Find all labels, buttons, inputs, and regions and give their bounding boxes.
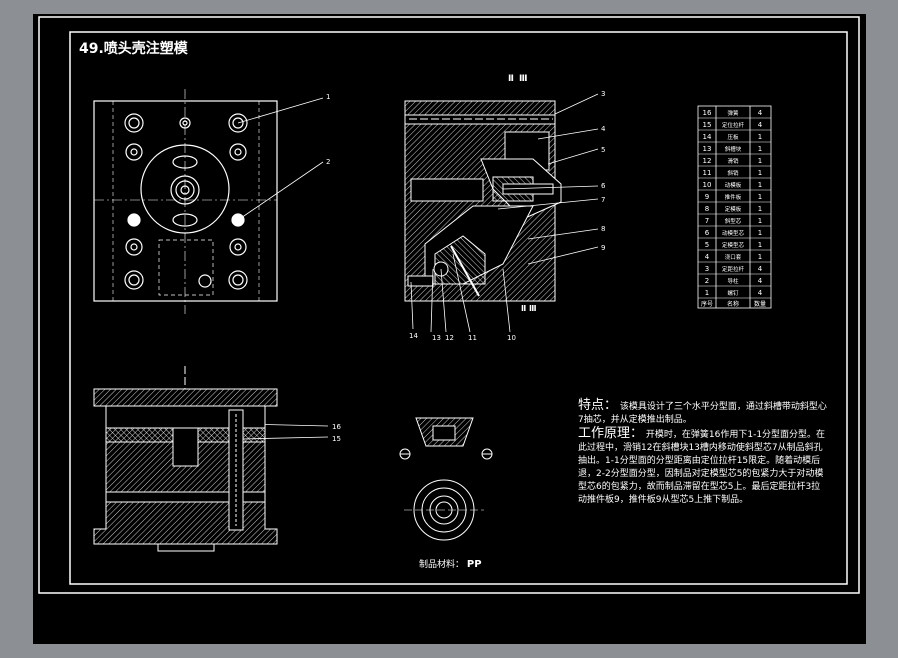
callout-12: 12 bbox=[445, 334, 454, 342]
bom-cell: 1 bbox=[758, 193, 762, 201]
bom-cell: 动模板 bbox=[725, 181, 742, 189]
callout-13: 13 bbox=[432, 334, 441, 342]
section-view bbox=[404, 100, 562, 302]
callout-11: 11 bbox=[468, 334, 477, 342]
bom-cell: 5 bbox=[705, 241, 709, 249]
bom-cell: 2 bbox=[705, 277, 709, 285]
drawing-title: 49.喷头壳注塑模 bbox=[79, 41, 188, 57]
callout-14: 14 bbox=[409, 332, 418, 340]
bom-cell: 定距拉杆 bbox=[722, 265, 745, 273]
bom-cell: 滑销 bbox=[727, 157, 739, 165]
bom-header-cell: 数量 bbox=[754, 300, 766, 308]
bom-cell: 1 bbox=[758, 157, 762, 165]
bom-cell: 1 bbox=[758, 133, 762, 141]
section-label-side: Ⅱ Ⅲ bbox=[521, 304, 537, 313]
bom-cell: 螺钉 bbox=[727, 289, 739, 297]
callout-5: 5 bbox=[601, 146, 605, 154]
principle-heading: 工作原理： bbox=[578, 426, 644, 441]
bom-cell: 4 bbox=[758, 121, 763, 129]
bom-cell: 4 bbox=[758, 109, 763, 117]
features-notes: 特点： 该模具设计了三个水平分型面，通过斜槽带动斜型心7抽芯，并从定模推出制品。… bbox=[578, 399, 828, 507]
principle-text: 开模时，在弹簧16作用下1-1分型面分型。在此过程中，滑销12在斜槽块13槽内移… bbox=[578, 430, 826, 505]
cad-viewport[interactable]: 1 2 3 4 5 6 7 8 9 10 11 12 13 14 15 16 bbox=[33, 14, 866, 644]
callout-8: 8 bbox=[601, 225, 605, 233]
bom-cell: 6 bbox=[705, 229, 710, 237]
features-heading: 特点： bbox=[578, 398, 618, 413]
material-label: 制品材料： bbox=[419, 560, 465, 570]
material-value: PP bbox=[466, 559, 482, 570]
bom-cell: 定模板 bbox=[725, 205, 742, 213]
callout-1: 1 bbox=[326, 93, 330, 101]
section-label-top: Ⅱ Ⅲ bbox=[508, 74, 529, 84]
bom-cell: 9 bbox=[705, 193, 709, 201]
callout-labels: 1 2 3 4 5 6 7 8 9 10 11 12 13 14 15 16 bbox=[326, 90, 606, 443]
bom-header-cell: 名称 bbox=[727, 300, 739, 308]
features-text: 该模具设计了三个水平分型面，通过斜槽带动斜型心7抽芯，并从定模推出制品。 bbox=[578, 402, 827, 425]
bom-cell: 1 bbox=[758, 241, 762, 249]
callout-2: 2 bbox=[326, 158, 330, 166]
bom-cell: 1 bbox=[758, 229, 762, 237]
outer-frame bbox=[38, 16, 860, 594]
bom-cell: 15 bbox=[703, 121, 712, 129]
bom-cell: 1 bbox=[705, 289, 709, 297]
bom-cell: 10 bbox=[703, 181, 712, 189]
callout-3: 3 bbox=[601, 90, 605, 98]
bom-cell: 浇口套 bbox=[725, 253, 742, 261]
bom-cell: 压板 bbox=[727, 133, 739, 141]
bom-cell: 1 bbox=[758, 253, 762, 261]
bom-cell: 4 bbox=[758, 277, 763, 285]
bom-cell: 弹簧 bbox=[727, 109, 739, 117]
material-note: 制品材料： PP bbox=[419, 557, 482, 570]
front-section bbox=[93, 366, 278, 552]
mold-drawing: 1 2 3 4 5 6 7 8 9 10 11 12 13 14 15 16 bbox=[38, 16, 860, 594]
top-view-plate bbox=[93, 89, 278, 314]
part-views bbox=[399, 417, 493, 541]
bom-cell: 定模型芯 bbox=[722, 241, 745, 249]
callout-16: 16 bbox=[332, 423, 341, 431]
bom-cell: 8 bbox=[705, 205, 709, 213]
bom-cell: 16 bbox=[703, 109, 712, 117]
bom-cell: 动模型芯 bbox=[722, 229, 745, 237]
bom-cell: 11 bbox=[703, 169, 712, 177]
bom-cell: 导柱 bbox=[727, 277, 739, 285]
callout-10: 10 bbox=[507, 334, 516, 342]
bom-cell: 4 bbox=[758, 289, 763, 297]
callout-4: 4 bbox=[601, 125, 606, 133]
bom-cell: 斜销 bbox=[727, 169, 739, 177]
callout-7: 7 bbox=[601, 196, 605, 204]
bom-cell: 14 bbox=[703, 133, 712, 141]
bom-cell: 斜槽块 bbox=[725, 145, 742, 153]
callout-9: 9 bbox=[601, 244, 605, 252]
bom-cell: 1 bbox=[758, 169, 762, 177]
bom-cell: 13 bbox=[703, 145, 712, 153]
bom-cell: 4 bbox=[758, 265, 763, 273]
bom-cell: 12 bbox=[703, 157, 712, 165]
bom-cell: 斜型芯 bbox=[725, 217, 742, 225]
bom-cell: 7 bbox=[705, 217, 709, 225]
bom-table bbox=[697, 105, 772, 309]
callout-6: 6 bbox=[601, 182, 606, 190]
bom-cell: 3 bbox=[705, 265, 709, 273]
bom-cell: 定位拉杆 bbox=[722, 121, 745, 129]
callout-15: 15 bbox=[332, 435, 341, 443]
bom-cell: 推件板 bbox=[725, 193, 742, 201]
bom-cell: 1 bbox=[758, 217, 762, 225]
bom-header-cell: 序号 bbox=[701, 300, 713, 308]
bom-cell: 4 bbox=[705, 253, 710, 261]
bom-cell: 1 bbox=[758, 181, 762, 189]
inner-frame bbox=[69, 31, 848, 585]
bom-cell: 1 bbox=[758, 145, 762, 153]
bom-cell: 1 bbox=[758, 205, 762, 213]
